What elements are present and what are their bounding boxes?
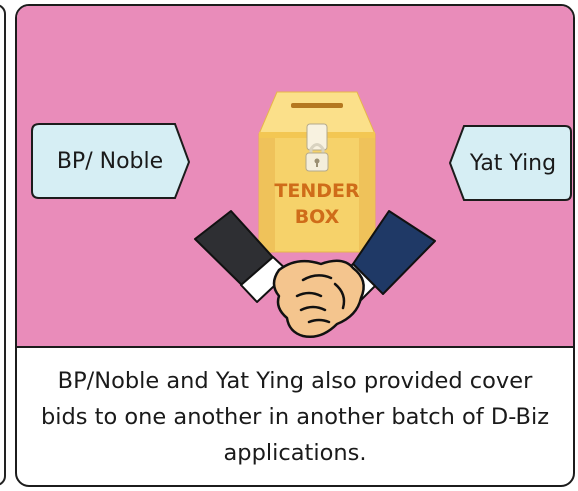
- handshake-icon: [194, 210, 436, 338]
- illustration-svg: [31, 91, 572, 338]
- right-party-tag: [448, 125, 572, 201]
- adjacent-panel-edge: [0, 4, 6, 486]
- caption-text: BP/Noble and Yat Ying also provided cove…: [40, 367, 550, 466]
- caption-area: BP/Noble and Yat Ying also provided cove…: [17, 348, 573, 485]
- tender-box-label-line2: BOX: [294, 206, 340, 228]
- padlock-icon: [305, 143, 329, 172]
- left-party-tag: [31, 123, 191, 199]
- tender-box-label-line1: TENDER: [274, 180, 360, 202]
- right-party-label: Yat Ying: [469, 150, 557, 176]
- illustration-area: BP/ Noble Yat Ying TENDER BOX: [17, 6, 573, 348]
- tender-box-icon: [258, 91, 376, 253]
- left-party-label: BP/ Noble: [56, 148, 164, 174]
- slide-panel: BP/ Noble Yat Ying TENDER BOX BP/Noble a…: [15, 4, 575, 487]
